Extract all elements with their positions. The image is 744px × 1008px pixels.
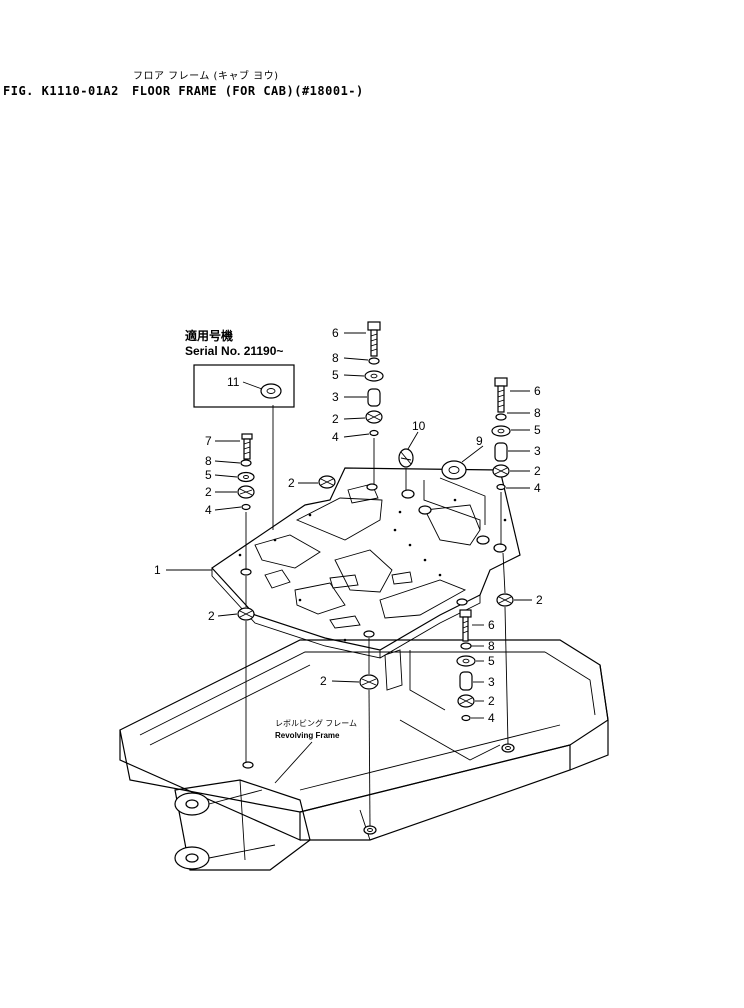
callout-5: 5 (488, 654, 495, 668)
lower-cushion-center (359, 638, 379, 827)
callout-labels: 1 11 7 8 5 2 4 2 2 6 8 5 3 2 4 10 9 6 8 … (154, 326, 543, 725)
lower-cushion-right (496, 552, 514, 745)
callout-2: 2 (536, 593, 543, 607)
callout-11: 11 (227, 375, 240, 389)
callout-2: 2 (320, 674, 327, 688)
callout-6: 6 (488, 618, 495, 632)
callout-2: 2 (488, 694, 495, 708)
callout-3: 3 (488, 675, 495, 689)
callout-4: 4 (488, 711, 495, 725)
lower-cushion-left (237, 576, 255, 762)
callout-2: 2 (208, 609, 215, 623)
serial-note-box (193, 364, 295, 408)
serial-note: Serial No. 21190~ (185, 344, 283, 358)
callout-9: 9 (476, 434, 483, 448)
serial-note-japanese: 適用号機 (185, 328, 233, 343)
callout-4: 4 (332, 430, 339, 444)
callout-8: 8 (332, 351, 339, 365)
callout-1: 1 (154, 563, 161, 577)
callout-5: 5 (332, 368, 339, 382)
callout-2: 2 (205, 485, 212, 499)
leader-lines (166, 332, 532, 784)
callout-8: 8 (488, 639, 495, 653)
callout-2: 2 (288, 476, 295, 490)
left-front-mount-stack (237, 433, 255, 570)
callout-2: 2 (332, 412, 339, 426)
figure-title-japanese: フロア フレーム (キャブ ヨウ) (133, 71, 279, 82)
callout-4: 4 (205, 503, 212, 517)
lower-cushion-top-left (318, 475, 336, 489)
callout-6: 6 (534, 384, 541, 398)
callout-5: 5 (534, 423, 541, 437)
revolving-frame (119, 639, 609, 871)
revolving-frame-label-japanese: レボルビング フレーム (275, 718, 357, 728)
center-mount-stack (364, 321, 384, 484)
callout-10: 10 (412, 419, 426, 433)
callout-3: 3 (534, 444, 541, 458)
right-front-mount-stack (456, 609, 476, 722)
callout-8: 8 (534, 406, 541, 420)
callout-5: 5 (205, 468, 212, 482)
part-11-cushion (260, 383, 282, 399)
part-9-bushing (423, 460, 486, 530)
part-10-cushion (398, 448, 414, 490)
callout-6: 6 (332, 326, 339, 340)
floor-frame-plate (211, 467, 521, 711)
figure-title: FLOOR FRAME (FOR CAB)(#18001-) (132, 84, 364, 98)
callout-7: 7 (205, 434, 212, 448)
callout-3: 3 (332, 390, 339, 404)
revolving-frame-label: Revolving Frame (275, 731, 340, 740)
callout-2: 2 (534, 464, 541, 478)
callout-4: 4 (534, 481, 541, 495)
figure-id: FIG. K1110-01A2 (3, 84, 119, 98)
callout-8: 8 (205, 454, 212, 468)
right-rear-mount-stack (491, 377, 511, 545)
